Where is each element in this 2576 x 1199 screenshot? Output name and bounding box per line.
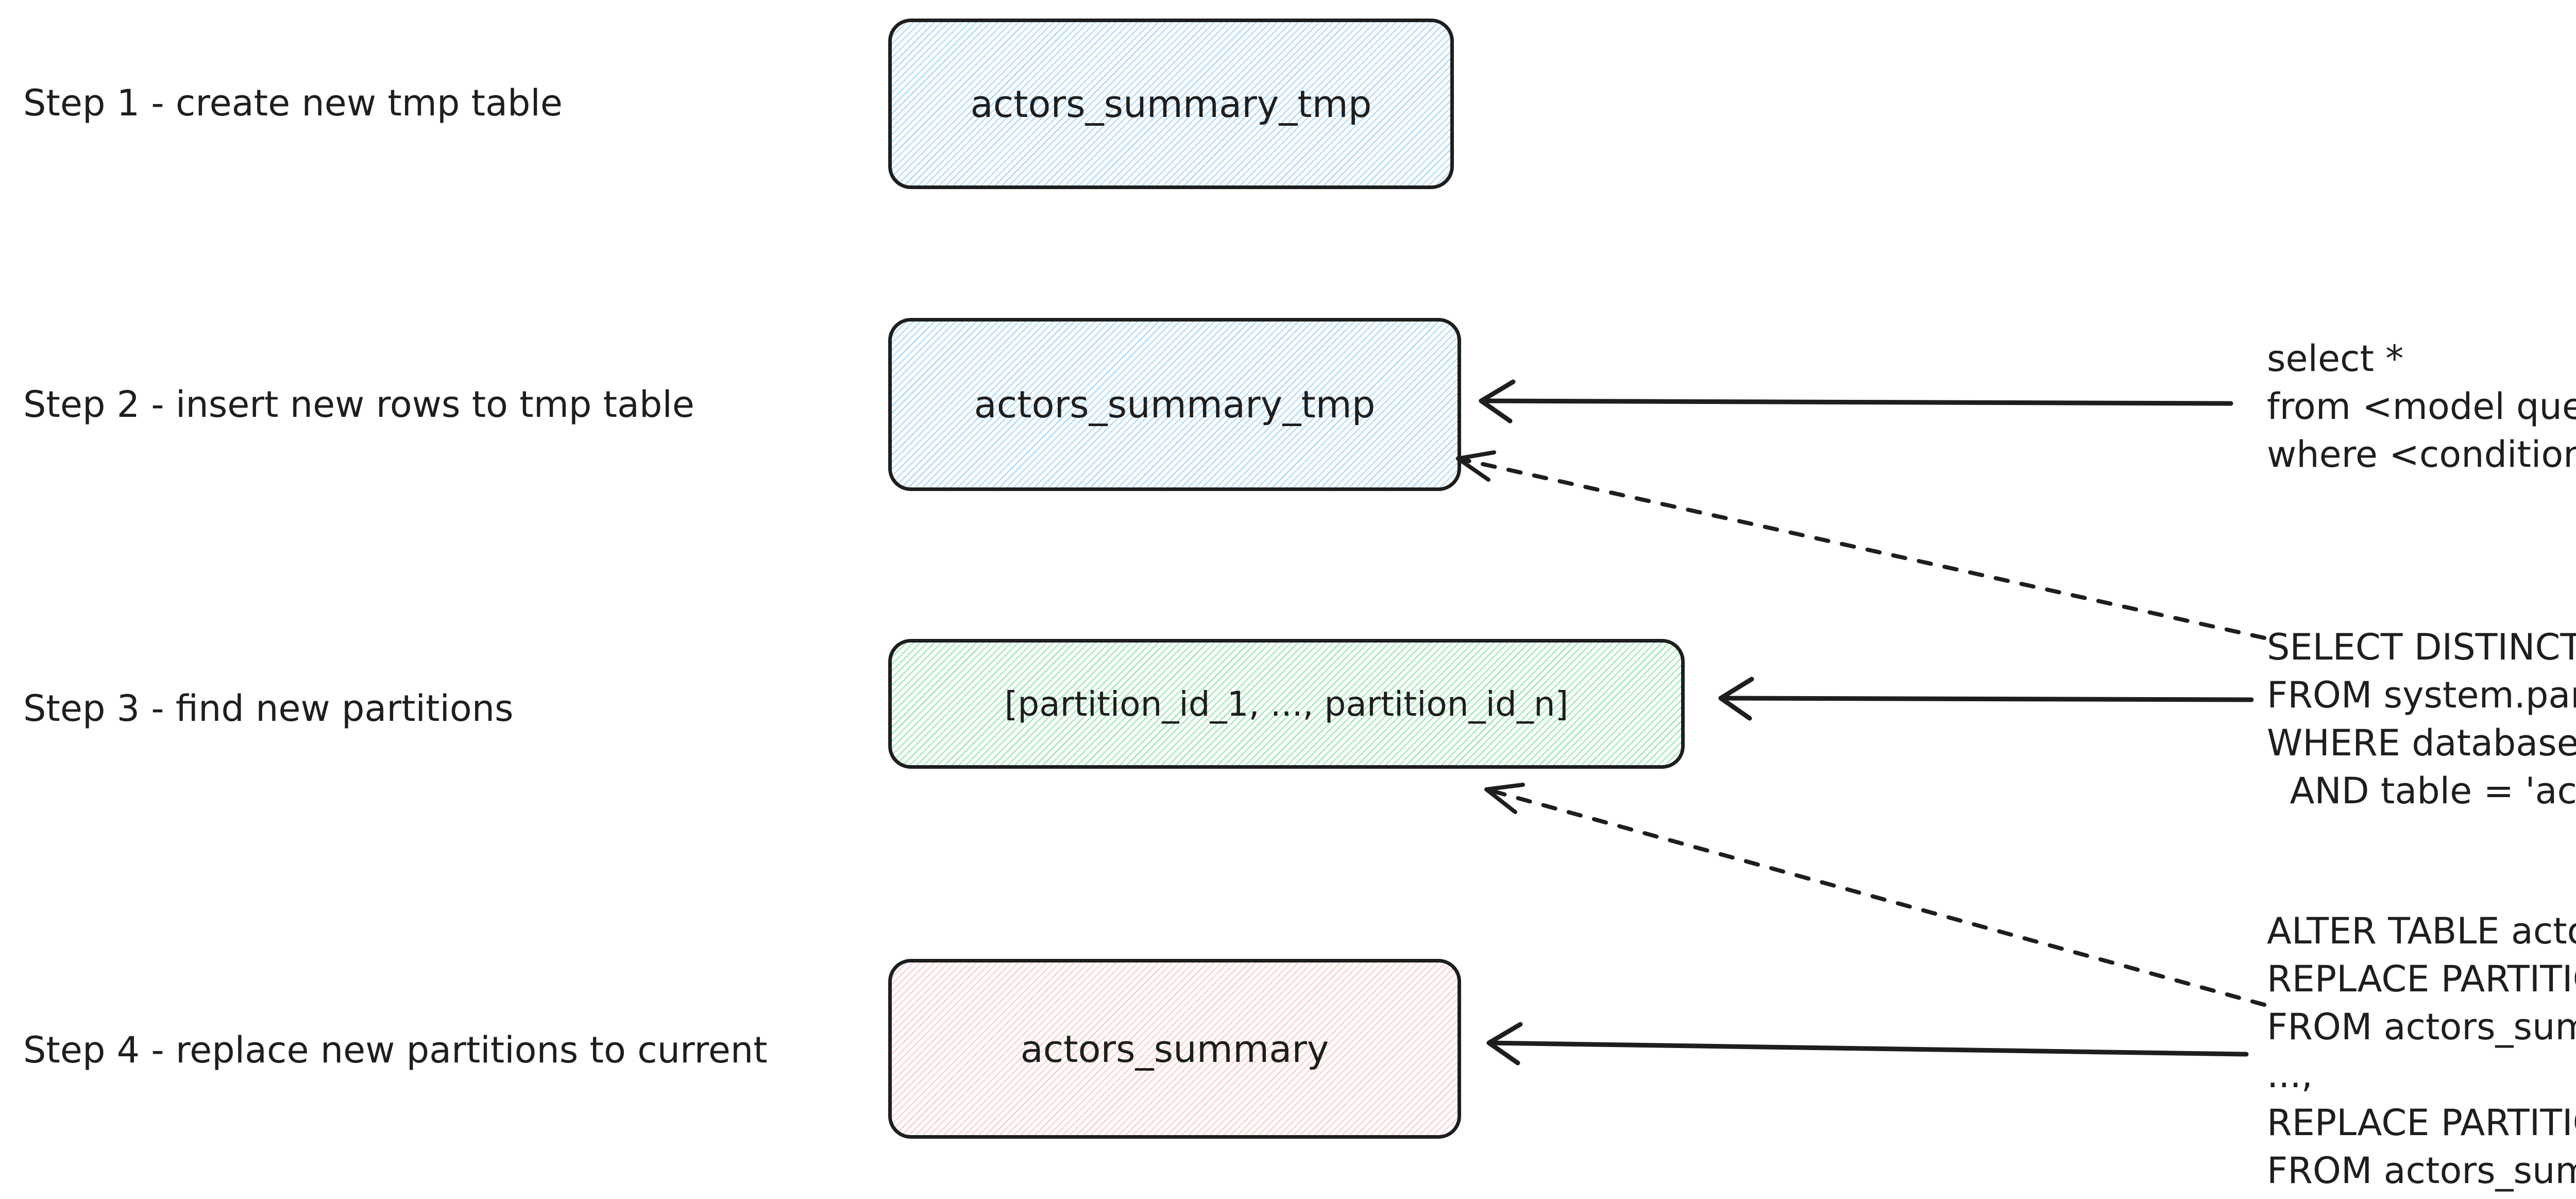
- step3-partitions-box: [partition_id_1, ..., partition_id_n]: [888, 639, 1685, 769]
- step3-sql-text: SELECT DISTINCT partition_id FROM system…: [2267, 626, 2576, 812]
- dashed-arrow-step4-sql-to-step3-box: [1484, 783, 2266, 1007]
- step1-tmp-table-box: actors_summary_tmp: [888, 19, 1454, 189]
- step2-sql-text: select * from <model query> where <condi…: [2267, 337, 2576, 476]
- step1-box-label: actors_summary_tmp: [970, 82, 1372, 126]
- step3-box-label: [partition_id_1, ..., partition_id_n]: [1004, 684, 1569, 724]
- step3-label: Step 3 - find new partitions: [23, 687, 514, 730]
- step4-current-table-box: actors_summary: [888, 959, 1461, 1139]
- step1-label: Step 1 - create new tmp table: [23, 82, 563, 124]
- arrow-step3-sql-to-box: [1718, 677, 2254, 721]
- step4-box-label: actors_summary: [1020, 1027, 1329, 1071]
- dashed-arrow-step3-sql-to-step2-box: [1456, 450, 2266, 640]
- arrow-step4-sql-to-box: [1486, 1022, 2249, 1066]
- step2-box-label: actors_summary_tmp: [974, 383, 1376, 426]
- step4-sql-text: ALTER TABLE actors_summary REPLACE PARTI…: [2267, 910, 2576, 1192]
- step4-label: Step 4 - replace new partitions to curre…: [23, 1029, 768, 1071]
- step2-tmp-table-box: actors_summary_tmp: [888, 318, 1461, 491]
- arrow-step2-sql-to-box: [1479, 379, 2233, 424]
- step2-label: Step 2 - insert new rows to tmp table: [23, 383, 694, 426]
